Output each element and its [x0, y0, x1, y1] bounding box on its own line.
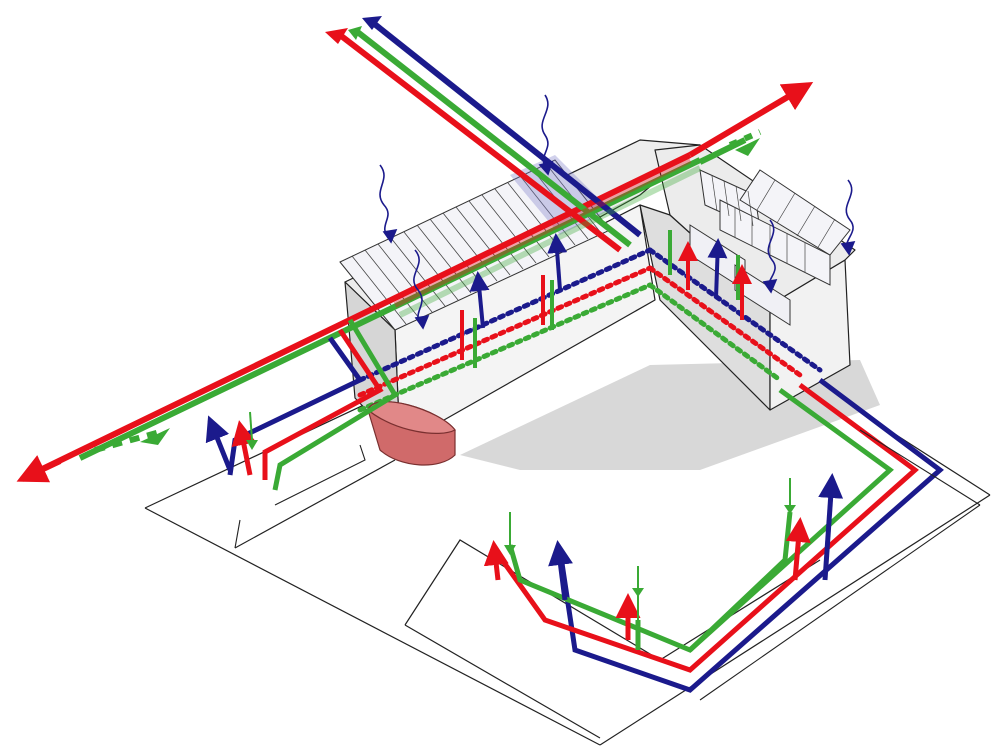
- green-pipe-north: [353, 27, 632, 248]
- blue-riser-arrow: [707, 238, 728, 299]
- blue-arrow-south: [548, 540, 573, 601]
- heat-wave-icon: [541, 94, 549, 173]
- storage-tank: [367, 401, 456, 466]
- heat-wave-icon: [413, 249, 423, 327]
- blue-arrow-south-east: [818, 473, 844, 581]
- green-pipe-west: [78, 157, 702, 461]
- pipe-tails: [16, 129, 762, 483]
- ground-outline: [144, 394, 991, 746]
- pipe-network-north: [325, 16, 642, 253]
- blue-riser-arrow: [469, 271, 490, 329]
- blue-riser-arrow: [547, 233, 568, 291]
- red-arrow-west: [231, 420, 257, 476]
- green-arrow-west: [140, 428, 170, 445]
- red-arrow-south-east: [785, 517, 811, 581]
- green-arrowhead-north: [348, 26, 362, 40]
- red-pipe-north: [338, 32, 622, 253]
- blue-pipe-north: [370, 19, 642, 238]
- red-arrow-south: [483, 540, 509, 581]
- heat-wave-icon: [845, 179, 854, 251]
- green-arrow-east: [735, 138, 760, 156]
- red-arrowhead-north: [325, 28, 348, 44]
- blue-arrow-west: [205, 415, 233, 471]
- heat-wave-icon: [379, 164, 391, 241]
- pipe-network-south-service: [483, 378, 944, 693]
- pipe-network-west-service: [205, 318, 399, 491]
- blue-arrowhead-north: [362, 16, 382, 30]
- internal-risers: [460, 230, 752, 368]
- red-pipe-east-ext: [688, 81, 814, 158]
- internal-distribution: [357, 247, 823, 413]
- heat-wave-group: [379, 94, 856, 330]
- service-lines: [234, 429, 981, 701]
